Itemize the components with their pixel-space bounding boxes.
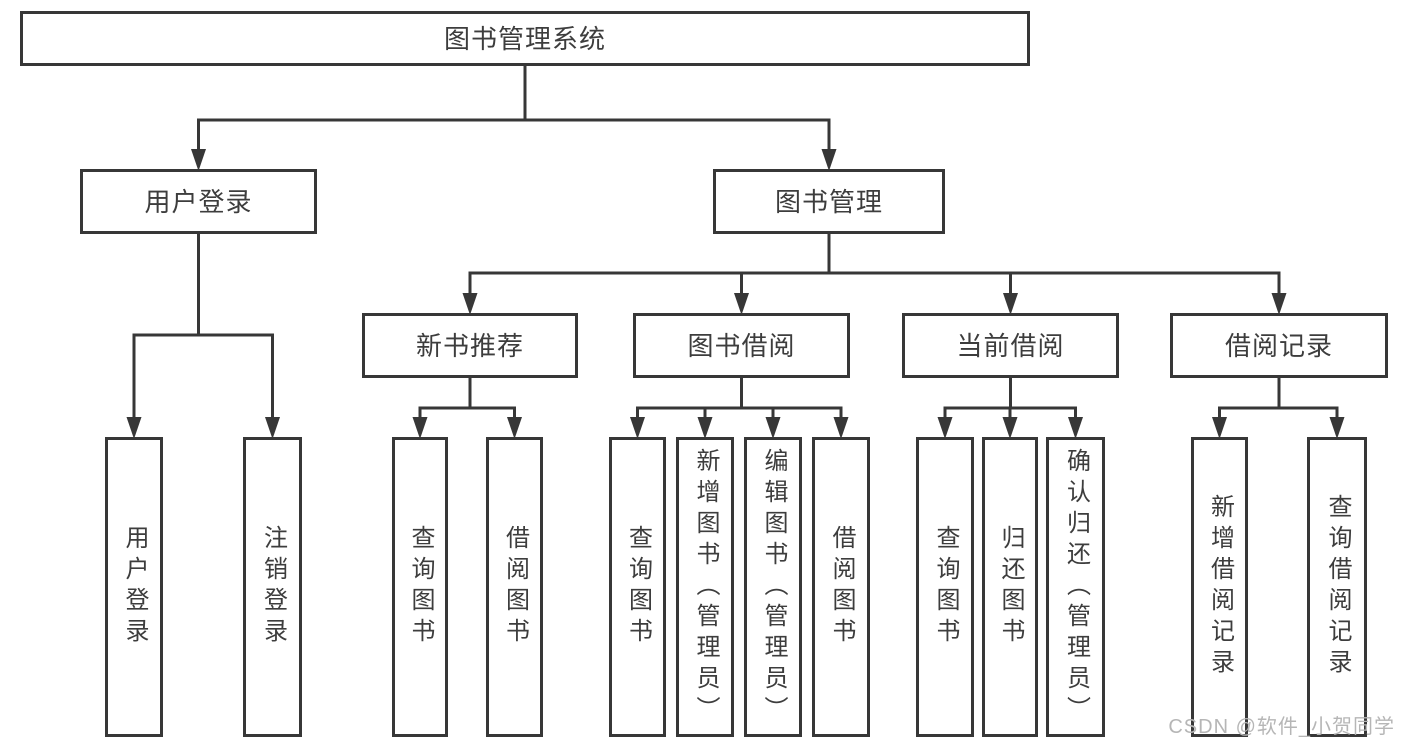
node-borrow-record: 借阅记录	[1170, 313, 1388, 378]
node-book-mgmt: 图书管理	[713, 169, 945, 234]
node-bb-borrow-book: 借阅图书	[812, 437, 870, 737]
node-bb-edit-book: 编辑图书（管理员）	[744, 437, 802, 737]
node-label-login: 用户登录	[121, 525, 148, 649]
node-cb-query-book: 查询图书	[916, 437, 974, 737]
node-cb-return-book: 归还图书	[982, 437, 1038, 737]
node-logout: 注销登录	[243, 437, 302, 737]
node-label-root: 图书管理系统	[443, 23, 606, 54]
node-label-book-borrow: 图书借阅	[687, 330, 796, 361]
node-label-cb-query-book: 查询图书	[932, 525, 959, 649]
node-label-new-book-rec: 新书推荐	[415, 330, 524, 361]
node-new-book-rec: 新书推荐	[362, 313, 578, 378]
node-book-borrow: 图书借阅	[633, 313, 850, 378]
watermark: CSDN @软件_小贺同学	[1168, 716, 1395, 738]
node-label-current-borrow: 当前借阅	[956, 330, 1065, 361]
node-bb-query-book: 查询图书	[609, 437, 666, 737]
node-label-cb-confirm: 确认归还（管理员）	[1062, 447, 1090, 727]
node-rec-borrow-book: 借阅图书	[486, 437, 543, 737]
node-login: 用户登录	[105, 437, 163, 737]
node-label-user-login: 用户登录	[144, 186, 253, 217]
node-bb-add-book: 新增图书（管理员）	[676, 437, 734, 737]
node-label-bb-edit-book: 编辑图书（管理员）	[760, 447, 787, 727]
node-label-br-query-record: 查询借阅记录	[1324, 494, 1351, 680]
node-current-borrow: 当前借阅	[902, 313, 1119, 378]
node-user-login: 用户登录	[80, 169, 317, 234]
node-label-logout: 注销登录	[259, 525, 287, 649]
node-root: 图书管理系统	[20, 11, 1030, 66]
node-cb-confirm: 确认归还（管理员）	[1046, 437, 1105, 737]
node-label-bb-borrow-book: 借阅图书	[828, 525, 855, 649]
node-label-rec-query-book: 查询图书	[407, 525, 434, 649]
node-br-add-record: 新增借阅记录	[1191, 437, 1248, 737]
node-label-rec-borrow-book: 借阅图书	[501, 525, 529, 649]
node-label-book-mgmt: 图书管理	[774, 186, 883, 217]
node-label-borrow-record: 借阅记录	[1224, 330, 1333, 361]
node-label-bb-query-book: 查询图书	[624, 525, 652, 649]
node-rec-query-book: 查询图书	[392, 437, 448, 737]
node-label-br-add-record: 新增借阅记录	[1206, 494, 1234, 680]
node-label-bb-add-book: 新增图书（管理员）	[692, 447, 719, 727]
node-label-cb-return-book: 归还图书	[997, 525, 1024, 649]
node-br-query-record: 查询借阅记录	[1307, 437, 1367, 737]
